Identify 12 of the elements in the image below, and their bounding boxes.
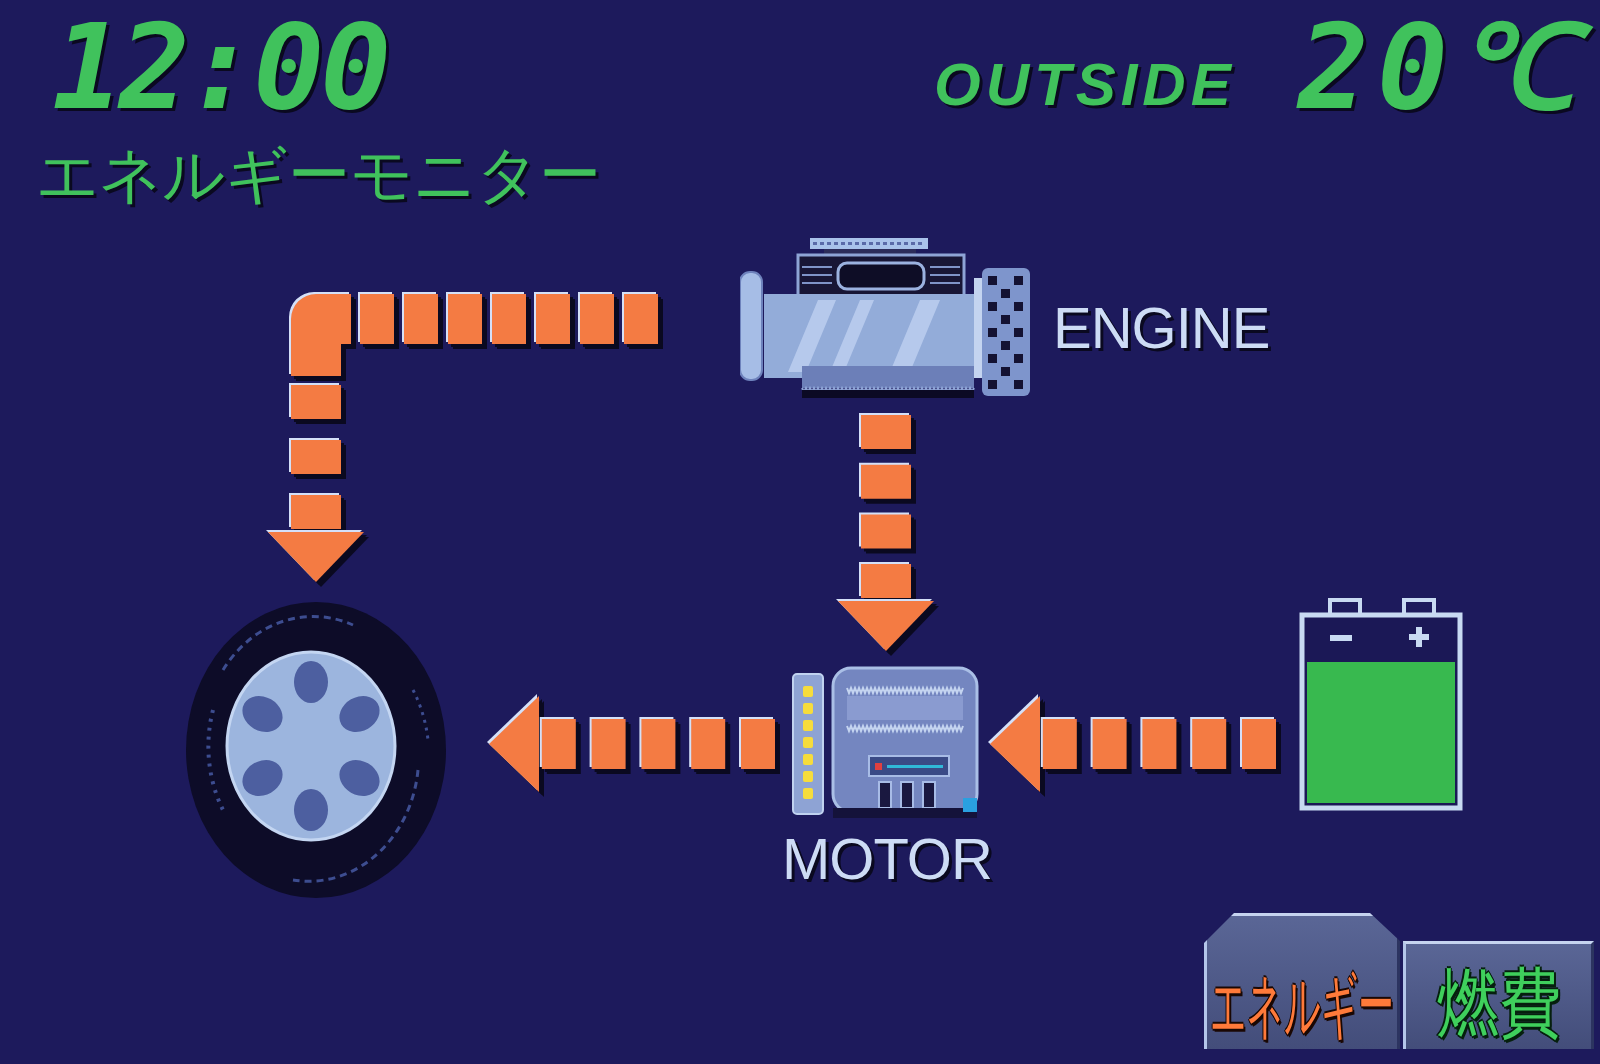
node-label: ENGINE — [1053, 299, 1271, 357]
arrow — [838, 415, 934, 651]
temperature-display: 20℃ — [1298, 8, 1600, 126]
arrow — [990, 696, 1276, 792]
time-display: 12:00 — [52, 8, 389, 126]
arrow — [489, 696, 775, 792]
title: エネルギーモニター — [36, 144, 601, 206]
outside-label: OUTSIDE — [934, 55, 1237, 115]
arrow — [268, 294, 658, 582]
node-label: MOTOR — [782, 830, 993, 888]
tab: エネルギー — [1204, 913, 1400, 1049]
tab: 燃費 — [1403, 941, 1594, 1049]
